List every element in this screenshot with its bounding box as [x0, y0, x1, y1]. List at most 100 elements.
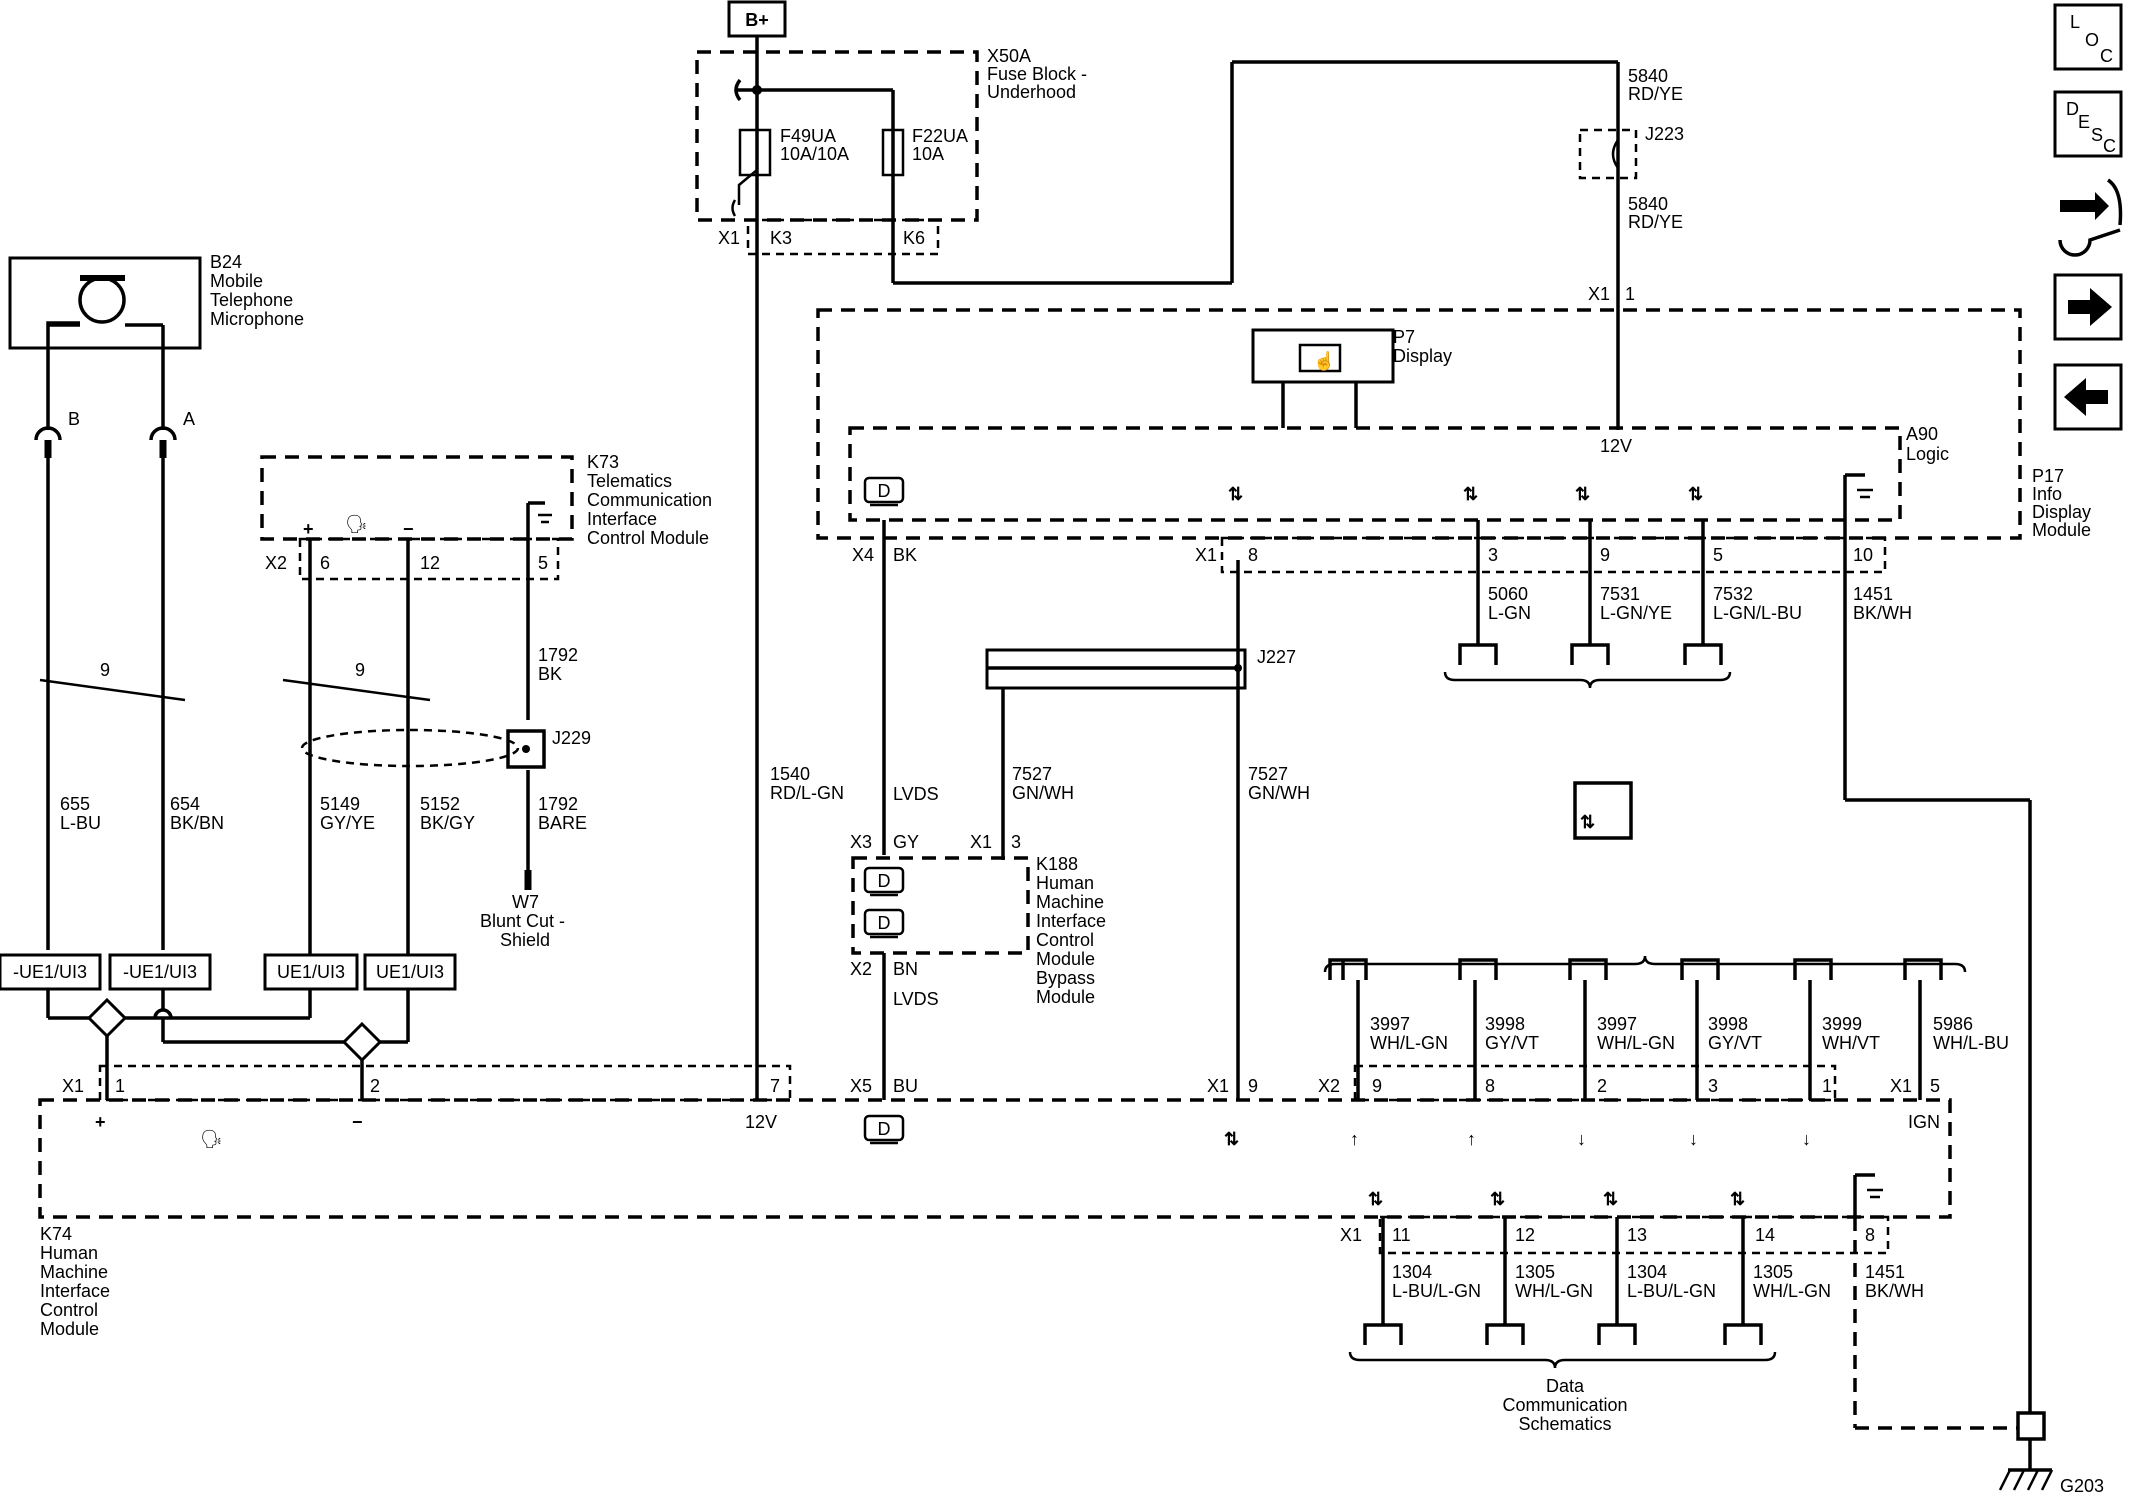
- diamond-junction-icon: [86, 997, 128, 1039]
- svg-text:1: 1: [115, 1076, 125, 1096]
- bracket: [1443, 671, 1732, 689]
- svg-text:Info: Info: [2032, 484, 2062, 504]
- hand-pointer-icon: ☝: [1313, 350, 1335, 372]
- bidirectional-arrow-icon: ⇅ ⇅ ⇅ ⇅: [1228, 484, 1703, 504]
- svg-text:9: 9: [1372, 1076, 1382, 1096]
- lvds-d-icon: D: [863, 476, 905, 507]
- svg-text:L-GN/YE: L-GN/YE: [1600, 603, 1672, 623]
- k74-hmi-module: X1 1 2 7 X5 BU X1 9 X2 X1 5 + − 🗣 12V IG…: [38, 1064, 1952, 1339]
- svg-text:X5: X5: [850, 1076, 872, 1096]
- svg-text:654: 654: [170, 794, 200, 814]
- touch-screen-icon: [1298, 343, 1342, 373]
- svg-text:BK/WH: BK/WH: [1865, 1281, 1924, 1301]
- svg-text:-UE1/UI3: -UE1/UI3: [13, 962, 87, 982]
- splice-j229: [506, 729, 546, 769]
- svg-text:⇅: ⇅: [1228, 484, 1243, 504]
- svg-text:GY/VT: GY/VT: [1485, 1033, 1539, 1053]
- a90-logic: [848, 426, 1902, 522]
- svg-text:L-GN: L-GN: [1488, 603, 1531, 623]
- svg-text:Shield: Shield: [500, 930, 550, 950]
- svg-text:O: O: [2085, 30, 2099, 50]
- svg-text:7527: 7527: [1248, 764, 1288, 784]
- svg-text:12: 12: [1515, 1225, 1535, 1245]
- svg-text:1: 1: [1625, 284, 1635, 304]
- svg-text:LVDS: LVDS: [893, 989, 939, 1009]
- svg-text:G203: G203: [2060, 1476, 2104, 1496]
- svg-text:9: 9: [100, 660, 110, 680]
- svg-text:P7: P7: [1393, 327, 1415, 347]
- svg-text:Data: Data: [1546, 1376, 1585, 1396]
- svg-text:J229: J229: [552, 728, 591, 748]
- svg-text:K188: K188: [1036, 854, 1078, 874]
- svg-text:3: 3: [1011, 832, 1021, 852]
- location-button[interactable]: L O C: [2053, 3, 2123, 71]
- svg-text:WH/L-GN: WH/L-GN: [1597, 1033, 1675, 1053]
- svg-text:GY/YE: GY/YE: [320, 813, 375, 833]
- svg-text:P17: P17: [2032, 466, 2064, 486]
- svg-text:D: D: [878, 871, 891, 891]
- ground-g203: G203: [1998, 1411, 2104, 1496]
- svg-text:5840: 5840: [1628, 194, 1668, 214]
- svg-text:C: C: [2103, 136, 2116, 156]
- svg-text:Interface: Interface: [1036, 911, 1106, 931]
- svg-text:RD/YE: RD/YE: [1628, 84, 1683, 104]
- k73-telematics-module: K73 Telematics Communication Interface C…: [260, 452, 712, 581]
- svg-text:B: B: [68, 409, 80, 429]
- svg-text:1304: 1304: [1627, 1262, 1667, 1282]
- svg-text:GY: GY: [893, 832, 919, 852]
- svg-text:D: D: [878, 481, 891, 501]
- svg-text:5986: 5986: [1933, 1014, 1973, 1034]
- fuse-block-x50a: F49UA 10A/10A F22UA 10A X50A Fuse Block …: [695, 46, 1087, 256]
- svg-text:BK: BK: [538, 664, 562, 684]
- svg-text:Fuse Block -: Fuse Block -: [987, 64, 1087, 84]
- svg-text:-UE1/UI3: -UE1/UI3: [123, 962, 197, 982]
- svg-text:↓: ↓: [1577, 1129, 1586, 1149]
- svg-text:WH/VT: WH/VT: [1822, 1033, 1880, 1053]
- svg-text:F22UA: F22UA: [912, 126, 968, 146]
- svg-text:2: 2: [1597, 1076, 1607, 1096]
- k74-top-wire-labels: 3997 WH/L-GN 3998 GY/VT 3997 WH/L-GN 399…: [1370, 1014, 2009, 1053]
- p7-display-box: [1251, 328, 1395, 384]
- svg-text:X3: X3: [850, 832, 872, 852]
- svg-text:5152: 5152: [420, 794, 460, 814]
- next-arrow-button[interactable]: [2053, 273, 2123, 341]
- svg-text:X1: X1: [718, 228, 740, 248]
- svg-text:1305: 1305: [1515, 1262, 1555, 1282]
- svg-text:1304: 1304: [1392, 1262, 1432, 1282]
- svg-text:3997: 3997: [1370, 1014, 1410, 1034]
- fuse-f22ua-icon: [881, 128, 905, 177]
- svg-text:A90: A90: [1906, 424, 1938, 444]
- svg-text:Bypass: Bypass: [1036, 968, 1095, 988]
- svg-text:Machine: Machine: [1036, 892, 1104, 912]
- svg-text:655: 655: [60, 794, 90, 814]
- svg-text:Schematics: Schematics: [1518, 1414, 1611, 1434]
- svg-text:X2: X2: [1318, 1076, 1340, 1096]
- svg-text:Display: Display: [1393, 346, 1452, 366]
- svg-text:UE1/UI3: UE1/UI3: [277, 962, 345, 982]
- svg-text:14: 14: [1755, 1225, 1775, 1245]
- svg-text:BARE: BARE: [538, 813, 587, 833]
- description-button[interactable]: D E S C: [2053, 90, 2123, 158]
- lvds-d-icon-3: [863, 908, 905, 936]
- connector-b-icon: [34, 426, 62, 441]
- svg-text:UE1/UI3: UE1/UI3: [376, 962, 444, 982]
- k74-x2-pins: 9 8 2 3 1: [1372, 1076, 1832, 1096]
- svg-text:D: D: [878, 913, 891, 933]
- svg-text:7527: 7527: [1012, 764, 1052, 784]
- svg-text:WH/L-GN: WH/L-GN: [1515, 1281, 1593, 1301]
- previous-arrow-button[interactable]: [2053, 363, 2123, 431]
- svg-text:X4: X4: [852, 545, 874, 565]
- svg-text:D: D: [878, 1119, 891, 1139]
- svg-text:7531: 7531: [1600, 584, 1640, 604]
- svg-text:Human: Human: [40, 1243, 98, 1263]
- bplus-terminal: B+: [727, 0, 787, 38]
- voice-icon-2: 🗣: [200, 1129, 223, 1149]
- wrench-tool-icon[interactable]: [2058, 178, 2123, 257]
- svg-text:3: 3: [1708, 1076, 1718, 1096]
- svg-text:L-BU/L-GN: L-BU/L-GN: [1392, 1281, 1481, 1301]
- svg-text:Logic: Logic: [1906, 444, 1949, 464]
- svg-text:12: 12: [420, 553, 440, 573]
- svg-text:5149: 5149: [320, 794, 360, 814]
- splice-j223: 5840 RD/YE J223 5840 RD/YE X1 1: [1578, 66, 1684, 304]
